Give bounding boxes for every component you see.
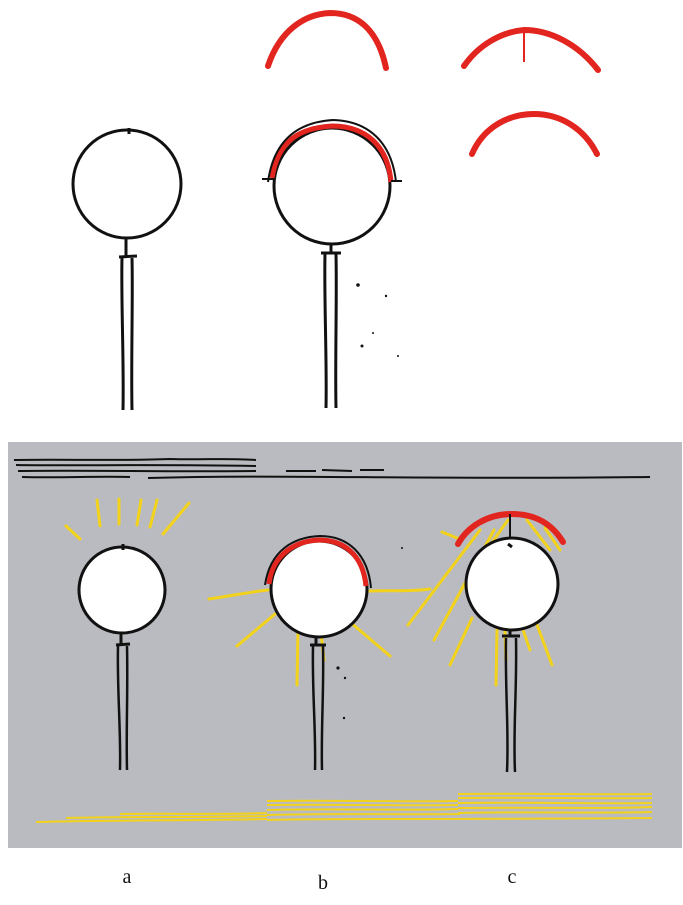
- street-lamp-icon: [73, 128, 181, 410]
- panel-label-b: b: [303, 872, 343, 895]
- top-sketches: [73, 13, 598, 410]
- night-scene: [8, 442, 682, 848]
- lamp-shade-icon: [268, 13, 386, 68]
- panel-label-c: c: [492, 866, 532, 889]
- lamp-shade-icon: [464, 30, 598, 70]
- panel-label-a: a: [107, 866, 147, 889]
- lamp-shade-icon: [472, 114, 597, 154]
- street-lamp-icon: [262, 120, 402, 408]
